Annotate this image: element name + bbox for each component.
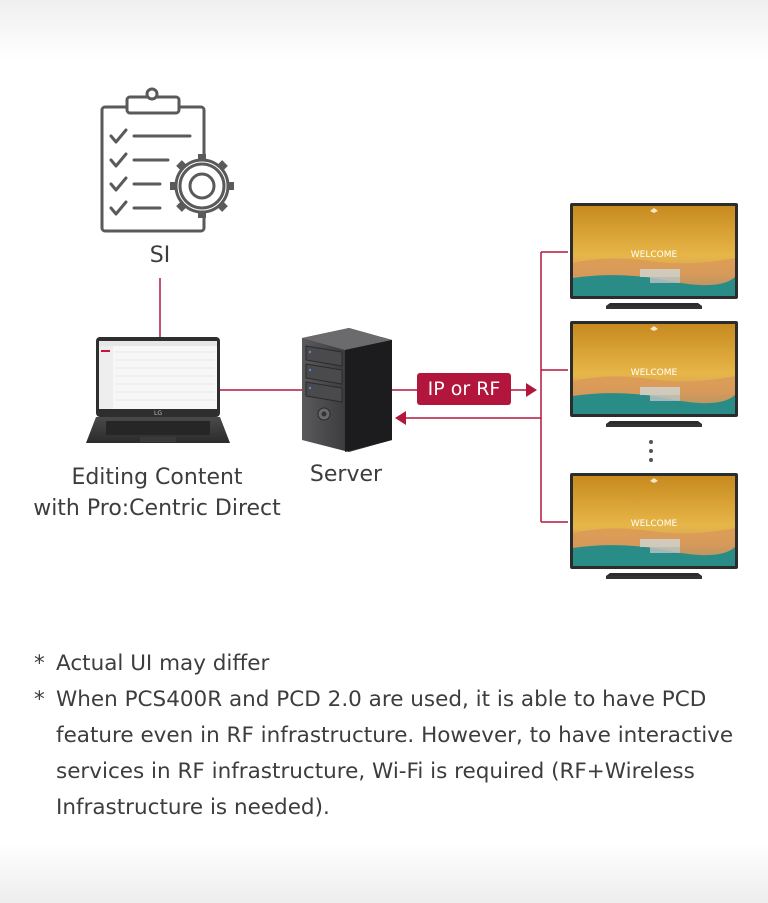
tv-welcome-text: WELCOME — [631, 368, 678, 378]
editing-label-line2: with Pro:Centric Direct — [33, 496, 281, 521]
footnote-bullet: * — [34, 651, 45, 676]
connector-lines — [159, 251, 568, 523]
top-fade — [0, 0, 768, 60]
footnote-bullet: * — [34, 687, 45, 712]
laptop-icon: LG — [86, 337, 230, 443]
footnote-text: When PCS400R and PCD 2.0 are used, it is… — [56, 687, 734, 820]
server-icon — [302, 328, 392, 452]
footnote-text: Actual UI may differ — [56, 651, 270, 676]
footnote-1: * Actual UI may differ — [34, 646, 734, 682]
arrow-right-icon — [526, 383, 537, 397]
connection-type-badge: IP or RF — [417, 373, 511, 405]
tv-welcome-text: WELCOME — [631, 519, 678, 529]
arrow-left-icon — [395, 411, 406, 425]
si-checklist-icon — [100, 87, 234, 233]
tv-display-2: WELCOME — [570, 321, 738, 427]
bottom-fade — [0, 843, 768, 903]
tv-display-1: WELCOME — [570, 203, 738, 309]
editing-content-label: Editing Content with Pro:Centric Direct — [22, 462, 292, 524]
server-label: Server — [309, 462, 383, 487]
footnotes: * Actual UI may differ * When PCS400R an… — [34, 646, 734, 826]
ellipsis-icon — [649, 440, 653, 462]
gear-icon — [170, 154, 234, 218]
tv-welcome-text: WELCOME — [631, 250, 678, 260]
si-label: SI — [149, 243, 171, 268]
svg-text:LG: LG — [154, 410, 162, 417]
editing-label-line1: Editing Content — [71, 465, 243, 490]
footnote-2: * When PCS400R and PCD 2.0 are used, it … — [34, 682, 734, 826]
tv-display-3: WELCOME — [570, 473, 738, 579]
